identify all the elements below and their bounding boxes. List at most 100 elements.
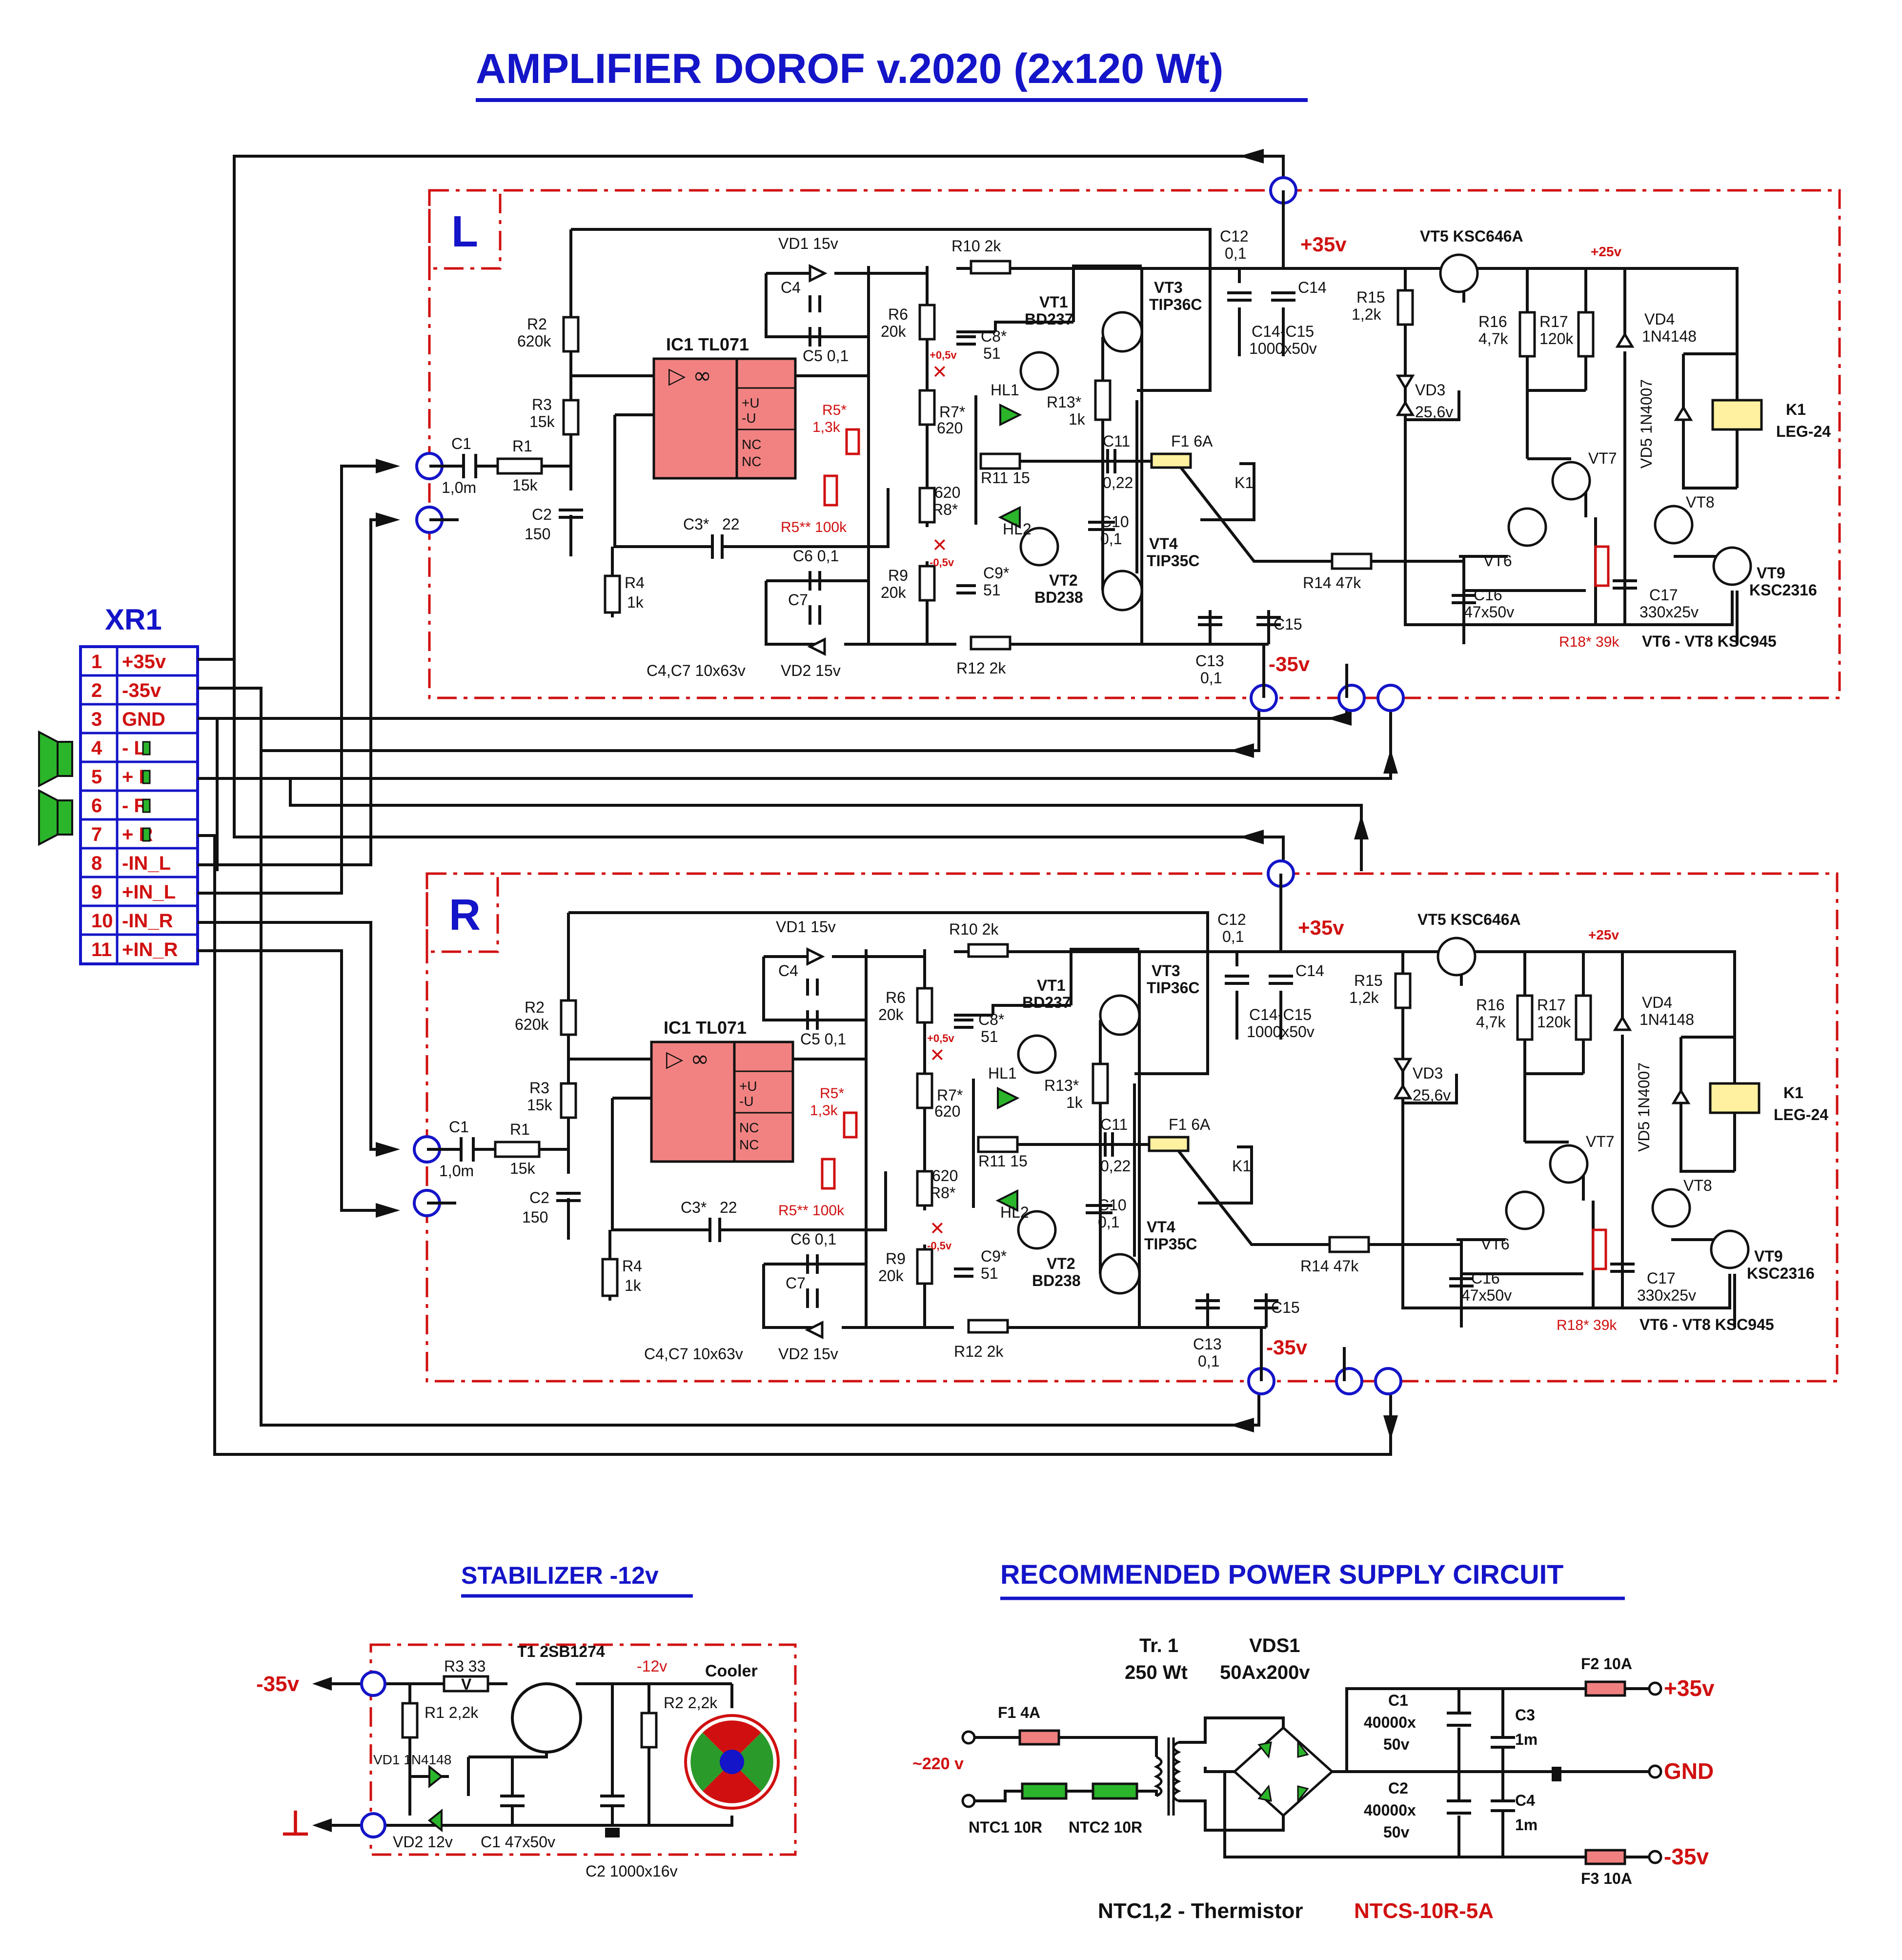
svg-text:HL1: HL1	[991, 381, 1019, 399]
svg-text:K1: K1	[1786, 401, 1806, 418]
svg-text:C11: C11	[1100, 1116, 1128, 1133]
svg-text:VD5 1N4007: VD5 1N4007	[1638, 379, 1655, 469]
svg-text:620: 620	[932, 1167, 958, 1184]
psu-ntc2: NTC2 10R	[1069, 1818, 1142, 1836]
psu-c3-val: 1m	[1515, 1731, 1538, 1748]
svg-text:VD1 15v: VD1 15v	[776, 918, 836, 936]
stabilizer-title: STABILIZER -12v	[461, 1562, 659, 1589]
svg-text:C6 0,1: C6 0,1	[790, 1230, 836, 1248]
psu-c1: C1	[1388, 1692, 1408, 1709]
svg-text:BD238: BD238	[1034, 589, 1083, 606]
svg-text:R12 2k: R12 2k	[954, 1343, 1004, 1360]
svg-text:VT9: VT9	[1757, 564, 1785, 582]
psu-c3: C3	[1515, 1706, 1535, 1724]
svg-text:R1: R1	[510, 1121, 530, 1138]
connector-pin-number: 8	[91, 853, 102, 874]
svg-text:120k: 120k	[1539, 330, 1574, 347]
psu-bridge-rating: 50Ax200v	[1220, 1662, 1310, 1683]
svg-text:R3: R3	[529, 1079, 549, 1097]
svg-text:TIP35C: TIP35C	[1144, 1235, 1197, 1253]
channel-right-body: R	[413, 859, 1839, 1395]
led-hl1-left-icon	[999, 403, 1022, 427]
svg-text:R10 2k: R10 2k	[951, 237, 1001, 255]
svg-text:HL1: HL1	[988, 1064, 1017, 1082]
svg-text:R14 47k: R14 47k	[1303, 574, 1361, 592]
svg-text:15k: 15k	[527, 1096, 553, 1114]
svg-text:TIP36C: TIP36C	[1147, 979, 1199, 997]
svg-text:620: 620	[937, 419, 963, 437]
channel-right-label: R	[449, 891, 481, 939]
connector-pin-label: - L	[122, 737, 146, 759]
svg-text:620: 620	[934, 484, 960, 501]
psu-c2-rating: 40000x	[1364, 1801, 1416, 1819]
svg-text:HL2: HL2	[1000, 1204, 1029, 1221]
svg-text:F1 6A: F1 6A	[1171, 432, 1213, 450]
connector-pin-number: 3	[91, 709, 102, 730]
svg-text:R6: R6	[888, 306, 908, 323]
svg-text:VT6 - VT8 KSC945: VT6 - VT8 KSC945	[1639, 1316, 1774, 1333]
x-mark-icon: ✕	[932, 534, 948, 556]
psu-ntc1: NTC1 10R	[969, 1818, 1042, 1836]
x-mark-icon: ✕	[930, 1218, 945, 1239]
svg-text:20k: 20k	[881, 323, 907, 340]
connector-pin-number: 5	[91, 766, 102, 788]
svg-text:330x25v: 330x25v	[1639, 603, 1699, 621]
svg-text:LEG-24: LEG-24	[1776, 423, 1831, 440]
svg-text:R2: R2	[525, 999, 545, 1016]
svg-text:VT3: VT3	[1154, 279, 1183, 296]
svg-text:0,1: 0,1	[1200, 669, 1222, 687]
x-mark-icon: ✕	[930, 1044, 945, 1066]
svg-text:C8*: C8*	[981, 327, 1007, 345]
svg-text:VD2 15v: VD2 15v	[778, 1345, 838, 1363]
psu-note-prefix: NTC1,2 - Thermistor	[1098, 1899, 1303, 1923]
svg-text:R15: R15	[1354, 972, 1383, 989]
svg-text:1N4148: 1N4148	[1642, 327, 1697, 345]
svg-text:R14 47k: R14 47k	[1300, 1257, 1359, 1275]
svg-text:51: 51	[981, 1028, 998, 1045]
ic1-left-pin-u-plus: +U	[742, 395, 760, 410]
psu-transformer: Tr. 1	[1139, 1635, 1178, 1656]
svg-text:+25v: +25v	[1588, 927, 1619, 942]
led-hl2-right-icon	[995, 1189, 1018, 1212]
svg-text:C1: C1	[451, 435, 471, 452]
connector-pin-label: -IN_L	[122, 853, 171, 874]
svg-text:1000x50v: 1000x50v	[1249, 340, 1317, 357]
psu-c1-rating: 40000x	[1364, 1714, 1416, 1731]
svg-text:25,6v: 25,6v	[1415, 403, 1453, 421]
svg-text:0,1: 0,1	[1225, 245, 1246, 262]
svg-text:VT6 - VT8 KSC945: VT6 - VT8 KSC945	[1642, 633, 1777, 650]
svg-text:22: 22	[722, 515, 740, 533]
svg-text:150: 150	[522, 1208, 548, 1226]
svg-text:C4,C7 10x63v: C4,C7 10x63v	[644, 1345, 743, 1363]
svg-text:C5 0,1: C5 0,1	[800, 1030, 846, 1048]
fuse-f1-left	[1150, 452, 1192, 469]
ic1-left-pin-nc1: NC	[742, 437, 761, 452]
svg-text:VD1 15v: VD1 15v	[778, 235, 838, 252]
svg-text:-35v: -35v	[1269, 653, 1310, 675]
svg-text:LEG-24: LEG-24	[1774, 1106, 1828, 1123]
psu-title: RECOMMENDED POWER SUPPLY CIRCUIT	[1000, 1559, 1563, 1590]
svg-text:VT2: VT2	[1049, 572, 1078, 589]
svg-text:VT6: VT6	[1481, 1235, 1510, 1253]
psu-f3: F3 10A	[1581, 1870, 1632, 1887]
page-title: AMPLIFIER DOROF v.2020 (2x120 Wt)	[476, 45, 1223, 92]
channel-left-label: L	[451, 207, 478, 256]
svg-text:4,7k: 4,7k	[1476, 1013, 1506, 1031]
psu-f2: F2 10A	[1581, 1655, 1632, 1673]
svg-text:R16: R16	[1476, 996, 1505, 1014]
svg-text:150: 150	[525, 525, 550, 543]
channel-left: L	[415, 176, 1841, 712]
svg-text:1k: 1k	[625, 1277, 642, 1294]
psu-out-neg: -35v	[1664, 1844, 1709, 1869]
led-hl2-left-icon	[998, 506, 1021, 529]
svg-text:C13: C13	[1193, 1335, 1222, 1353]
stab-r1: R1 2,2k	[425, 1704, 479, 1721]
psu-c2-volt: 50v	[1383, 1823, 1410, 1841]
svg-text:TIP35C: TIP35C	[1147, 552, 1199, 570]
svg-text:VD3: VD3	[1415, 381, 1445, 399]
ic1-right-name: IC1 TL071	[664, 1018, 747, 1038]
svg-text:R15: R15	[1356, 288, 1385, 306]
relay-k1-right	[1709, 1082, 1760, 1114]
stabilizer-section: STABILIZER -12v	[256, 1562, 797, 1880]
svg-text:K1: K1	[1234, 474, 1254, 491]
